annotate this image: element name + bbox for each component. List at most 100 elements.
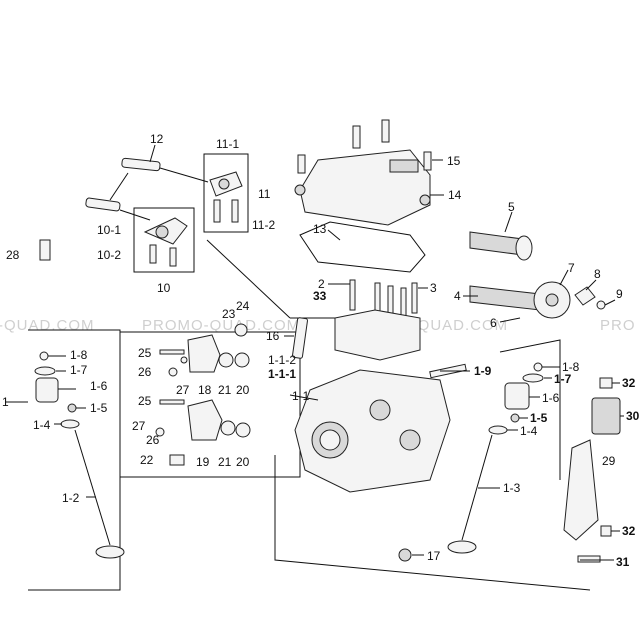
- camshaft-5-end: [515, 235, 533, 261]
- label-31: 31: [616, 555, 630, 569]
- label-26-upper: 26: [138, 365, 152, 379]
- adjust-screw-11b: [231, 199, 239, 223]
- frame-bottom: [274, 455, 591, 591]
- label-17: 17: [427, 549, 441, 563]
- bolt-31: [577, 555, 601, 563]
- cylinder-head-1-1: [294, 369, 451, 493]
- label-1-4-right: 1-4: [520, 424, 538, 438]
- leader-shaft-11: [159, 167, 209, 183]
- cap-24: [234, 323, 248, 337]
- frame-rocker-10: [133, 207, 195, 273]
- label-5: 5: [508, 200, 515, 214]
- label-21-lower: 21: [218, 455, 232, 469]
- valve-head-1-3: [447, 540, 477, 554]
- frame-valve-left: [28, 329, 121, 591]
- o-ring-20a: [234, 352, 250, 368]
- label-1-2: 1-2: [62, 491, 80, 505]
- nut-17: [398, 548, 412, 562]
- screw-27a: [180, 356, 188, 364]
- stud-2: [349, 279, 356, 311]
- leader-12b: [109, 172, 129, 201]
- o-ring-21a: [218, 352, 234, 368]
- label-21-upper: 21: [218, 383, 232, 397]
- cam-holder: [334, 309, 421, 361]
- label-33: 33: [313, 289, 327, 303]
- cover-bolt-1: [352, 125, 361, 149]
- sprocket-plate-8: [574, 286, 596, 306]
- label-15: 15: [447, 154, 461, 168]
- label-1: 1: [2, 395, 9, 409]
- label-20-lower: 20: [236, 455, 250, 469]
- rocker-pivot-11: [218, 178, 230, 190]
- bolt-25a: [159, 349, 185, 355]
- frame-right: [499, 339, 561, 480]
- valve-seal-1-5b: [510, 413, 520, 423]
- frame-link: [206, 239, 291, 319]
- cam-sprocket-hub: [545, 293, 559, 307]
- leader-6: [499, 317, 521, 323]
- frame-thermostat: [120, 331, 301, 478]
- valve-spring-1-6a: [35, 377, 59, 403]
- head-bore: [369, 399, 391, 421]
- label-23: 23: [222, 307, 236, 321]
- washer-26b: [155, 427, 165, 437]
- cover-hole-right: [419, 194, 431, 206]
- label-14: 14: [448, 188, 462, 202]
- label-9: 9: [616, 287, 623, 301]
- label-27-upper: 27: [176, 383, 190, 397]
- spring-seat-1-4b: [488, 425, 508, 435]
- cover-bolt-3: [297, 154, 306, 174]
- label-16: 16: [266, 329, 280, 343]
- leader-9: [604, 299, 616, 306]
- label-13: 13: [313, 222, 327, 236]
- label-11-1: 11-1: [216, 137, 239, 151]
- label-25-upper: 25: [138, 346, 152, 360]
- label-12: 12: [150, 132, 164, 146]
- label-8: 8: [594, 267, 601, 281]
- label-1-5-right: 1-5: [530, 411, 548, 425]
- cable-clip-28: [39, 239, 51, 261]
- intake-port-inner: [319, 429, 341, 451]
- thermostat-housing-18: [187, 334, 221, 373]
- temp-sensor-22: [169, 454, 185, 466]
- watermark-center: PROMO-QUAD.COM: [142, 317, 300, 334]
- label-2: 2: [318, 277, 325, 291]
- rocker-pivot-10: [155, 225, 169, 239]
- label-25-lower: 25: [138, 394, 152, 408]
- washer-26a: [168, 367, 178, 377]
- leader-shaft-10: [119, 209, 151, 221]
- label-10: 10: [157, 281, 171, 295]
- nut-32b: [600, 525, 612, 537]
- label-1-6-left: 1-6: [90, 379, 108, 393]
- label-1-8-right: 1-8: [562, 360, 580, 374]
- o-ring-21b: [220, 420, 236, 436]
- label-32-lower: 32: [622, 524, 636, 538]
- stud-3d: [411, 282, 418, 314]
- leader-5: [504, 211, 513, 233]
- label-1-1-2: 1-1-2: [268, 353, 296, 367]
- nut-32a: [599, 377, 613, 389]
- valve-stem-1-2: [74, 429, 111, 546]
- valve-head-1-2: [95, 545, 125, 559]
- valve-spring-1-6b: [504, 382, 530, 410]
- valve-stem-1-3: [461, 434, 493, 541]
- label-27-lower: 27: [132, 419, 146, 433]
- label-11-2: 11-2: [252, 218, 275, 232]
- label-1-3: 1-3: [503, 481, 521, 495]
- bolt-25b: [159, 399, 185, 405]
- label-7: 7: [568, 261, 575, 275]
- label-28: 28: [6, 248, 20, 262]
- label-6: 6: [490, 316, 497, 330]
- head-bore-2: [399, 429, 421, 451]
- cover-hole-left: [294, 184, 306, 196]
- valve-retainer-1-7b: [522, 373, 544, 383]
- valve-seal-1-5a: [67, 403, 77, 413]
- spring-seat-1-4a: [60, 419, 80, 429]
- label-22: 22: [140, 453, 154, 467]
- valve-cotter-1-8b: [533, 362, 543, 372]
- camshaft-4: [469, 285, 541, 311]
- label-4: 4: [454, 289, 461, 303]
- rocker-shaft-lower: [85, 197, 121, 212]
- label-29: 29: [602, 454, 616, 468]
